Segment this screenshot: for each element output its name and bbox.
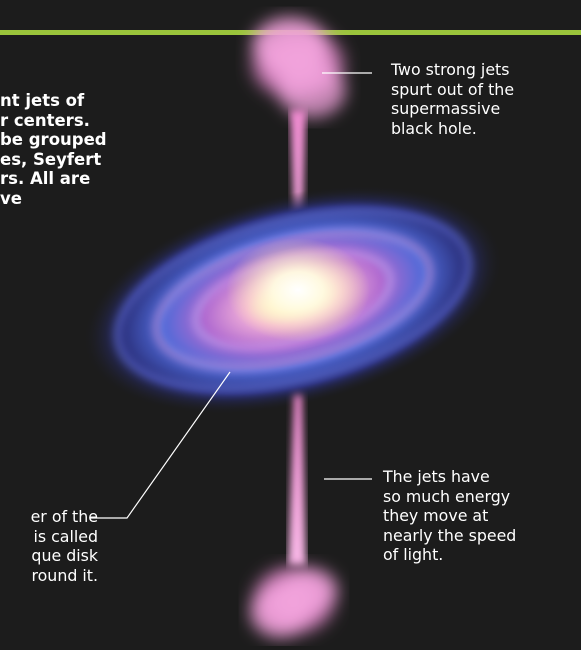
annotation-center: er of the is called que disk round it.: [30, 507, 98, 585]
annotation-jets: Two strong jets spurt out of the superma…: [391, 60, 515, 138]
galaxy-core: [226, 238, 370, 342]
intro-paragraph: nt jets of r centers. be grouped es, Sey…: [0, 91, 107, 208]
annotation-jet-speed: The jets have so much energy they move a…: [383, 467, 517, 564]
lower-jet-beam: [288, 395, 306, 565]
lower-jet-lobe: [248, 562, 340, 638]
upper-jet-lobe: [246, 17, 350, 118]
leader-line-left: [90, 371, 231, 519]
